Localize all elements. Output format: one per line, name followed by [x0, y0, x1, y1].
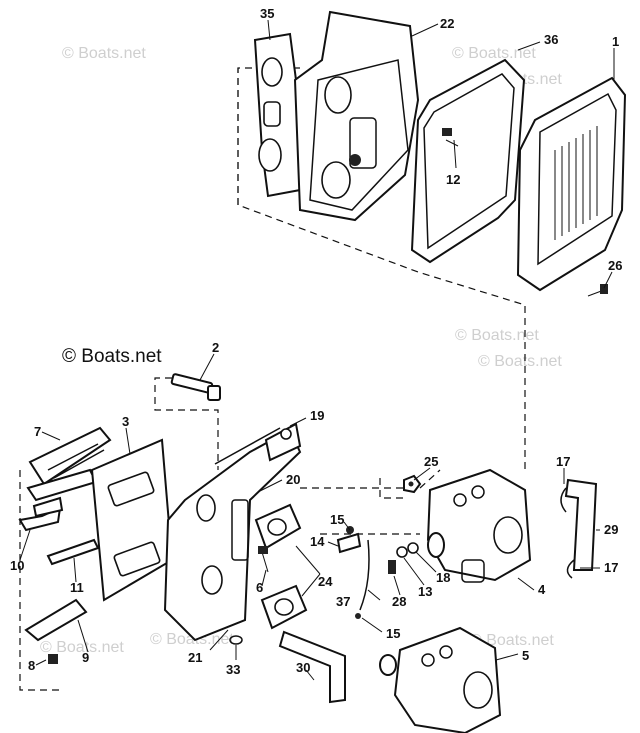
stop-11 — [46, 538, 100, 566]
callout-30: 30 — [296, 660, 310, 675]
callout-17b: 17 — [604, 560, 618, 575]
watermark: © Boats.net — [452, 45, 536, 62]
plate-9 — [24, 598, 88, 642]
callout-35: 35 — [260, 6, 274, 21]
intake-housing — [163, 427, 302, 642]
callout-25: 25 — [424, 454, 438, 469]
watermark: © Boats.net — [455, 327, 539, 344]
callout-17a: 17 — [556, 454, 570, 469]
carburetor-5 — [379, 626, 502, 733]
callout-29: 29 — [604, 522, 618, 537]
callout-4: 4 — [538, 582, 546, 597]
arm-19 — [264, 422, 302, 462]
gasket-20 — [254, 503, 302, 550]
callout-22: 22 — [440, 16, 454, 31]
screw-6 — [258, 546, 269, 573]
watermark: © Boats.net — [62, 45, 146, 62]
callout-2: 2 — [212, 340, 219, 355]
hose-30 — [278, 630, 346, 704]
reeds-10 — [18, 496, 64, 532]
callouts: 35 22 36 1 12 26 2 19 7 3 20 25 17 29 17… — [10, 6, 622, 677]
linkage-14 — [336, 526, 362, 554]
screw-12 — [442, 128, 459, 147]
callout-8: 8 — [28, 658, 35, 673]
callout-10: 10 — [10, 558, 24, 573]
watermark: © Boats.net — [478, 353, 562, 370]
nut-25 — [403, 474, 422, 494]
washer-18 — [407, 542, 419, 554]
callout-9: 9 — [82, 650, 89, 665]
watermark: © Boats.net — [40, 639, 124, 656]
callout-1: 1 — [612, 34, 619, 49]
callout-21: 21 — [188, 650, 202, 665]
callout-5: 5 — [522, 648, 529, 663]
cover-fins — [554, 126, 598, 240]
callout-3: 3 — [122, 414, 129, 429]
callout-6: 6 — [256, 580, 263, 595]
callout-20: 20 — [286, 472, 300, 487]
callout-37: 37 — [336, 594, 350, 609]
explode-line-bolt — [154, 377, 219, 470]
clip-17b — [566, 559, 575, 579]
callout-15b: 15 — [386, 626, 400, 641]
callout-15a: 15 — [330, 512, 344, 527]
washer-13 — [396, 546, 408, 558]
screw-8 — [48, 654, 58, 664]
screw-26 — [587, 284, 608, 297]
watermark: © Boats.net — [150, 631, 234, 648]
gasket-24 — [260, 584, 308, 630]
callout-36: 36 — [544, 32, 558, 47]
reed-block-7 — [26, 426, 112, 502]
screw-28 — [388, 560, 396, 574]
clip-17a — [560, 487, 567, 513]
leader-lines — [19, 19, 615, 681]
explode-line-carb-3 — [379, 478, 405, 499]
callout-13: 13 — [418, 584, 432, 599]
callout-7: 7 — [34, 424, 41, 439]
watermark-main: © Boats.net — [62, 346, 162, 367]
gasket-3 — [90, 438, 174, 602]
callout-33: 33 — [226, 662, 240, 677]
callout-11: 11 — [70, 580, 84, 595]
explode-line-carb — [300, 469, 441, 489]
cover-1 — [516, 76, 627, 292]
adapter-housing-22 — [293, 10, 420, 222]
callout-14: 14 — [310, 534, 325, 549]
gasket-36 — [410, 58, 526, 264]
explode-line-left — [19, 470, 60, 691]
callout-19: 19 — [310, 408, 324, 423]
callout-28: 28 — [392, 594, 406, 609]
callout-18: 18 — [436, 570, 450, 585]
wire-37 — [359, 539, 370, 611]
bolt-2 — [170, 373, 221, 401]
callout-24: 24 — [318, 574, 333, 589]
callout-26: 26 — [608, 258, 622, 273]
nut-15 — [355, 613, 361, 619]
hose-29 — [564, 478, 598, 571]
clip-33 — [229, 635, 243, 645]
explode-line-upper — [237, 67, 526, 470]
gasket-35 — [253, 32, 302, 198]
callout-12: 12 — [446, 172, 460, 187]
carburetor-4 — [426, 468, 532, 583]
